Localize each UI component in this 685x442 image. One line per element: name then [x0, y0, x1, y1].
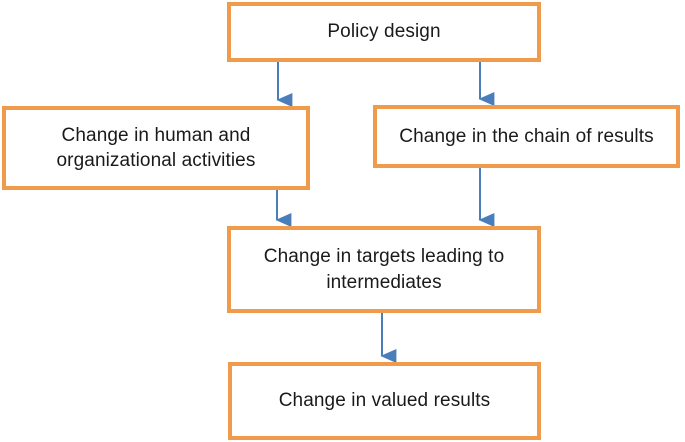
node-human-activities: Change in human and organizational activ… — [2, 106, 310, 190]
node-targets: Change in targets leading to intermediat… — [227, 226, 541, 313]
node-policy-design: Policy design — [227, 2, 541, 62]
node-chain-results: Change in the chain of results — [373, 105, 680, 168]
node-policy-design-label: Policy design — [327, 21, 441, 43]
node-chain-results-label: Change in the chain of results — [399, 125, 654, 147]
node-targets-label: Change in targets leading to intermediat… — [263, 246, 505, 293]
node-valued-results: Change in valued results — [228, 362, 541, 440]
node-valued-results-label: Change in valued results — [278, 390, 491, 412]
node-human-activities-label: Change in human and organizational activ… — [56, 124, 256, 171]
